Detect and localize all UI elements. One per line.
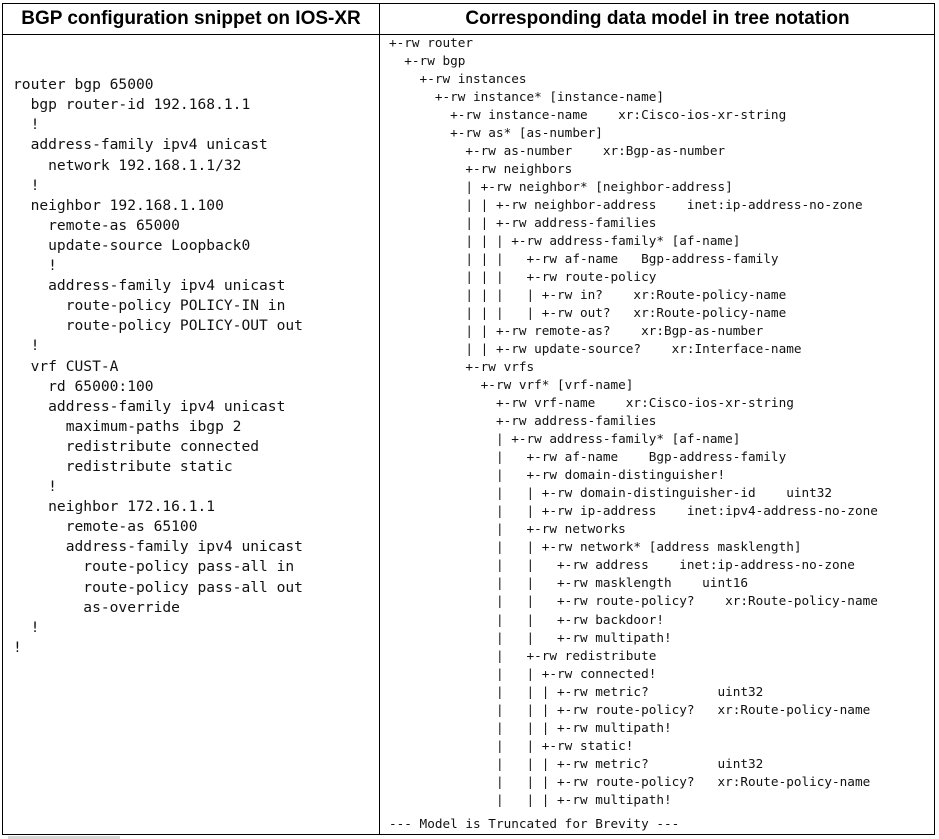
tree-line: | | +-rw ip-address inet:ipv4-address-no… xyxy=(389,503,878,519)
header-config-snippet: BGP configuration snippet on IOS-XR xyxy=(21,8,361,29)
tree-line: +-rw vrf* [vrf-name] xyxy=(389,377,634,393)
data-model-cell: +-rw router +-rw bgp +-rw instances +-rw… xyxy=(381,4,934,834)
tree-line: | +-rw neighbor* [neighbor-address] xyxy=(389,179,733,195)
tree-line: | | | +-rw af-name Bgp-address-family xyxy=(389,251,779,267)
config-line: route-policy POLICY-IN in xyxy=(13,297,286,315)
tree-line: | | | +-rw multipath! xyxy=(389,719,672,735)
tree-line: | | +-rw network* [address masklength] xyxy=(389,539,802,555)
tree-line: +-rw instances xyxy=(389,71,527,87)
config-line: vrf CUST-A xyxy=(13,357,119,375)
tree-line: | | | | +-rw in? xr:Route-policy-name xyxy=(389,287,787,303)
tree-line: | | | +-rw metric? uint32 xyxy=(389,755,764,771)
tree-line: +-rw vrfs xyxy=(389,359,535,375)
tree-line: | +-rw redistribute xyxy=(389,647,657,663)
config-line: neighbor 192.168.1.100 xyxy=(13,196,224,214)
config-line: ! xyxy=(13,257,57,275)
tree-line: | | +-rw address inet:ip-address-no-zone xyxy=(389,557,855,573)
tree-line: | +-rw domain-distinguisher! xyxy=(389,467,726,483)
tree-line: | +-rw networks xyxy=(389,521,626,537)
tree-line: +-rw as* [as-number] xyxy=(389,125,603,141)
config-line: address-family ipv4 unicast xyxy=(13,538,303,556)
config-line: maximum-paths ibgp 2 xyxy=(13,417,242,435)
tree-line: +-rw instance* [instance-name] xyxy=(389,89,664,105)
header-data-model: Corresponding data model in tree notatio… xyxy=(465,8,850,29)
tree-line: | | +-rw static! xyxy=(389,737,634,753)
tree-line: | | +-rw masklength uint16 xyxy=(389,575,749,591)
tree-line: +-rw address-families xyxy=(389,413,657,429)
config-line: bgp router-id 192.168.1.1 xyxy=(13,96,251,114)
tree-line: | | | +-rw address-family* [af-name] xyxy=(389,233,741,249)
config-line: route-policy pass-all out xyxy=(13,578,303,596)
config-line: remote-as 65000 xyxy=(13,216,180,234)
config-line: redistribute static xyxy=(13,457,233,475)
header-row xyxy=(3,4,934,35)
config-line: as-override xyxy=(13,598,180,616)
config-line: address-family ipv4 unicast xyxy=(13,397,286,415)
tree-line: | | +-rw backdoor! xyxy=(389,611,664,627)
config-lines: router bgp 65000 bgp router-id 192.168.1… xyxy=(13,75,303,658)
tree-line: | | +-rw domain-distinguisher-id uint32 xyxy=(389,485,833,501)
tree-line: +-rw vrf-name xr:Cisco-ios-xr-string xyxy=(389,395,794,411)
horizontal-scrollbar[interactable] xyxy=(8,836,120,839)
config-line: ! xyxy=(13,618,40,636)
config-line: remote-as 65100 xyxy=(13,518,198,536)
config-line: address-family ipv4 unicast xyxy=(13,277,286,295)
tree-line: | | | +-rw multipath! xyxy=(389,791,672,807)
tree-line: | | | +-rw route-policy xyxy=(389,269,657,285)
column-divider xyxy=(379,4,380,834)
tree-line: | | +-rw neighbor-address inet:ip-addres… xyxy=(389,197,863,213)
tree-line: | +-rw af-name Bgp-address-family xyxy=(389,449,787,465)
tree-line: | | +-rw address-families xyxy=(389,215,657,231)
config-line: ! xyxy=(13,478,57,496)
config-snippet-cell: router bgp 65000 bgp router-id 192.168.1… xyxy=(13,35,303,698)
config-line: redistribute connected xyxy=(13,437,260,455)
config-line: ! xyxy=(13,176,40,194)
tree-line: | | +-rw multipath! xyxy=(389,629,672,645)
tree-line: | | +-rw route-policy? xr:Route-policy-n… xyxy=(389,593,878,609)
config-line: route-policy pass-all in xyxy=(13,558,295,576)
tree-line: | | | +-rw metric? uint32 xyxy=(389,683,764,699)
tree-line: | | | +-rw route-policy? xr:Route-policy… xyxy=(389,773,871,789)
tree-line: | | +-rw connected! xyxy=(389,665,657,681)
tree-line: +-rw instance-name xr:Cisco-ios-xr-strin… xyxy=(389,107,787,123)
tree-line: | | +-rw update-source? xr:Interface-nam… xyxy=(389,341,802,357)
tree-line: +-rw router xyxy=(389,35,474,50)
config-line: address-family ipv4 unicast xyxy=(13,136,268,154)
config-line: rd 65000:100 xyxy=(13,377,154,395)
tree-line: +-rw bgp xyxy=(389,53,466,69)
tree-line: | | | | +-rw out? xr:Route-policy-name xyxy=(389,305,787,321)
config-line: route-policy POLICY-OUT out xyxy=(13,317,303,335)
tree-line: | | +-rw remote-as? xr:Bgp-as-number xyxy=(389,323,764,339)
config-line: update-source Loopback0 xyxy=(13,236,251,254)
tree-line: | | | +-rw route-policy? xr:Route-policy… xyxy=(389,701,871,717)
comparison-table: BGP configuration snippet on IOS-XR Corr… xyxy=(2,3,935,835)
config-line: neighbor 172.16.1.1 xyxy=(13,498,216,516)
config-line: router bgp 65000 xyxy=(13,76,154,94)
config-line: network 192.168.1.1/32 xyxy=(13,156,242,174)
tree-line: | +-rw address-family* [af-name] xyxy=(389,431,741,447)
tree-line: +-rw as-number xr:Bgp-as-number xyxy=(389,143,726,159)
truncation-note: --- Model is Truncated for Brevity --- xyxy=(389,816,680,831)
config-line: ! xyxy=(13,116,40,134)
tree-lines: +-rw router +-rw bgp +-rw instances +-rw… xyxy=(389,34,878,809)
tree-line: +-rw neighbors xyxy=(389,161,573,177)
config-line: ! xyxy=(13,638,22,656)
config-line: ! xyxy=(13,337,40,355)
